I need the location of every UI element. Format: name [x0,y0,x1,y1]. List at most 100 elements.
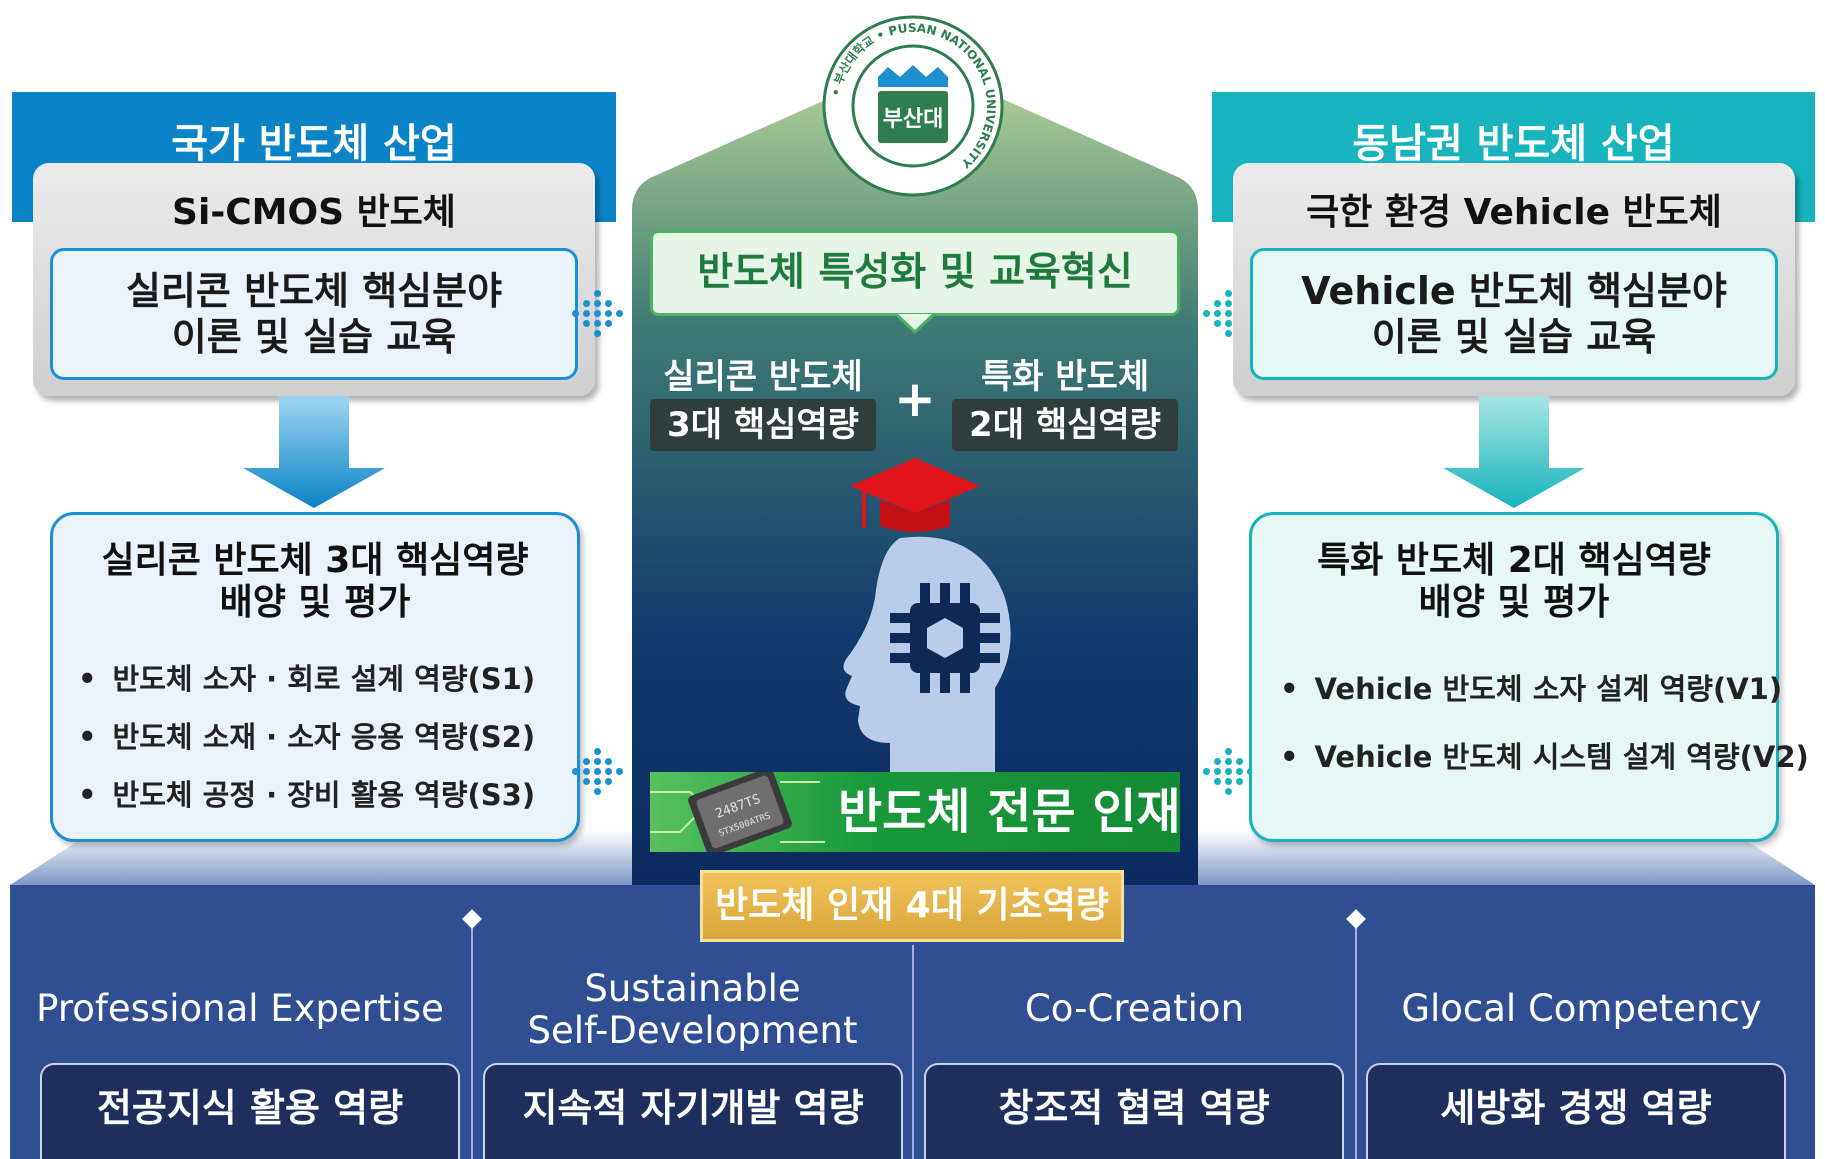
connector-dot [1236,788,1243,795]
connector-dot [616,748,623,755]
connector-dot [1225,320,1232,327]
pillar-title: Sustainable Self-Development [475,968,910,1052]
connector-dot [1225,748,1232,755]
pillar-box-label: 세방화 경쟁 역량 [1440,1086,1712,1130]
chip-icon: 2487TS STX500ATRS [650,772,825,852]
connector-dot [572,290,579,297]
connector-dot [616,788,623,795]
connector-dot [583,320,590,327]
connector-dot [616,330,623,337]
left-dot-connector-top [572,290,624,337]
connector-dot [1236,748,1243,755]
connector-dot [1214,300,1221,307]
connector-dot [583,768,590,775]
center-heading: 반도체 특성화 및 교육혁신 [697,250,1133,295]
pillar-title: Professional Expertise [20,988,460,1030]
pillar-box: 세방화 경쟁 역량 [1366,1063,1786,1159]
connector-dot [1203,310,1210,317]
connector-dot [1214,320,1221,327]
connector-dot [605,768,612,775]
right-dot-connector-bottom [1203,748,1255,795]
connector-dot [1214,310,1221,317]
connector-dot [616,300,623,307]
center-right-label: 특화 반도체 2대 핵심역량 [952,355,1178,451]
connector-dot [594,758,601,765]
center-right-label-line2: 2대 핵심역량 [952,399,1178,451]
connector-dot [594,310,601,317]
connector-dot [594,778,601,785]
connector-dot [1203,290,1210,297]
left-competency-item: 반도체 소재 · 소자 응용 역량(S2) [78,714,536,756]
plus-sign: + [894,370,936,428]
center-heading-box: 반도체 특성화 및 교육혁신 [650,230,1180,316]
right-subhead: 극한 환경 Vehicle 반도체 [1306,192,1722,233]
left-dot-connector-bottom [572,748,624,795]
connector-dot [572,788,579,795]
left-competency-item: 반도체 소자 · 회로 설계 역량(S1) [78,656,536,698]
logo-center-text: 부산대 [883,107,944,132]
right-education-box: Vehicle 반도체 핵심분야 이론 및 실습 교육 [1250,248,1778,380]
right-competency-item: Vehicle 반도체 시스템 설계 역량(V2) [1280,734,1809,776]
connector-dot [616,320,623,327]
pillar-divider [912,945,914,1159]
connector-dot [1236,758,1243,765]
connector-dot [1203,778,1210,785]
head-with-chip-icon [843,458,1011,778]
left-subhead: Si-CMOS 반도체 [172,192,456,233]
connector-dot [1225,310,1232,317]
pillar-box-label: 지속적 자기개발 역량 [522,1086,864,1130]
right-down-arrow [1443,396,1585,508]
connector-dot [1225,768,1232,775]
connector-dot [594,768,601,775]
connector-dot [594,788,601,795]
center-left-label: 실리콘 반도체 3대 핵심역량 [650,355,876,451]
pillar-title-line: Glocal Competency [1401,987,1762,1030]
connector-dot [1214,748,1221,755]
connector-dot [583,300,590,307]
connector-dot [594,300,601,307]
connector-dot [605,320,612,327]
connector-dot [616,768,623,775]
connector-dot [1225,330,1232,337]
connector-dot [572,330,579,337]
connector-dot [572,748,579,755]
connector-dot [1203,748,1210,755]
connector-dot [583,290,590,297]
connector-dot [605,300,612,307]
connector-dot [605,758,612,765]
connector-dot [572,300,579,307]
connector-dot [572,768,579,775]
pillar-box-label: 전공지식 활용 역량 [96,1086,404,1130]
connector-dot [572,320,579,327]
left-education-box: 실리콘 반도체 핵심분야 이론 및 실습 교육 [50,248,578,380]
connector-dot [1214,290,1221,297]
connector-dot [1214,330,1221,337]
connector-dot [594,330,601,337]
pillar-title: Co-Creation [916,988,1353,1030]
pillar-box: 창조적 협력 역량 [924,1063,1344,1159]
connector-dot [1203,320,1210,327]
connector-dot [616,758,623,765]
connector-dot [616,290,623,297]
center-left-label-line1: 실리콘 반도체 [663,357,863,397]
connector-dot [572,310,579,317]
left-down-arrow [243,396,385,508]
center-right-label-line1: 특화 반도체 [980,357,1150,397]
left-education-line1: 실리콘 반도체 핵심분야 [125,269,503,313]
mortarboard-icon [850,458,980,532]
connector-dot [1203,768,1210,775]
pillar-title-line: Professional Expertise [36,987,444,1030]
connector-dot [605,310,612,317]
connector-dot [1203,758,1210,765]
connector-dot [605,330,612,337]
connector-dot [583,778,590,785]
connector-dot [583,310,590,317]
left-education-line2: 이론 및 실습 교육 [171,315,457,359]
connector-dot [1236,768,1243,775]
center-left-label-line2: 3대 핵심역량 [650,399,876,451]
pillar-title-line: Co-Creation [1024,987,1245,1030]
pillar-title-line: Sustainable [584,967,801,1010]
pillar-divider [1355,920,1357,1159]
connector-dot [572,778,579,785]
connector-dot [583,788,590,795]
